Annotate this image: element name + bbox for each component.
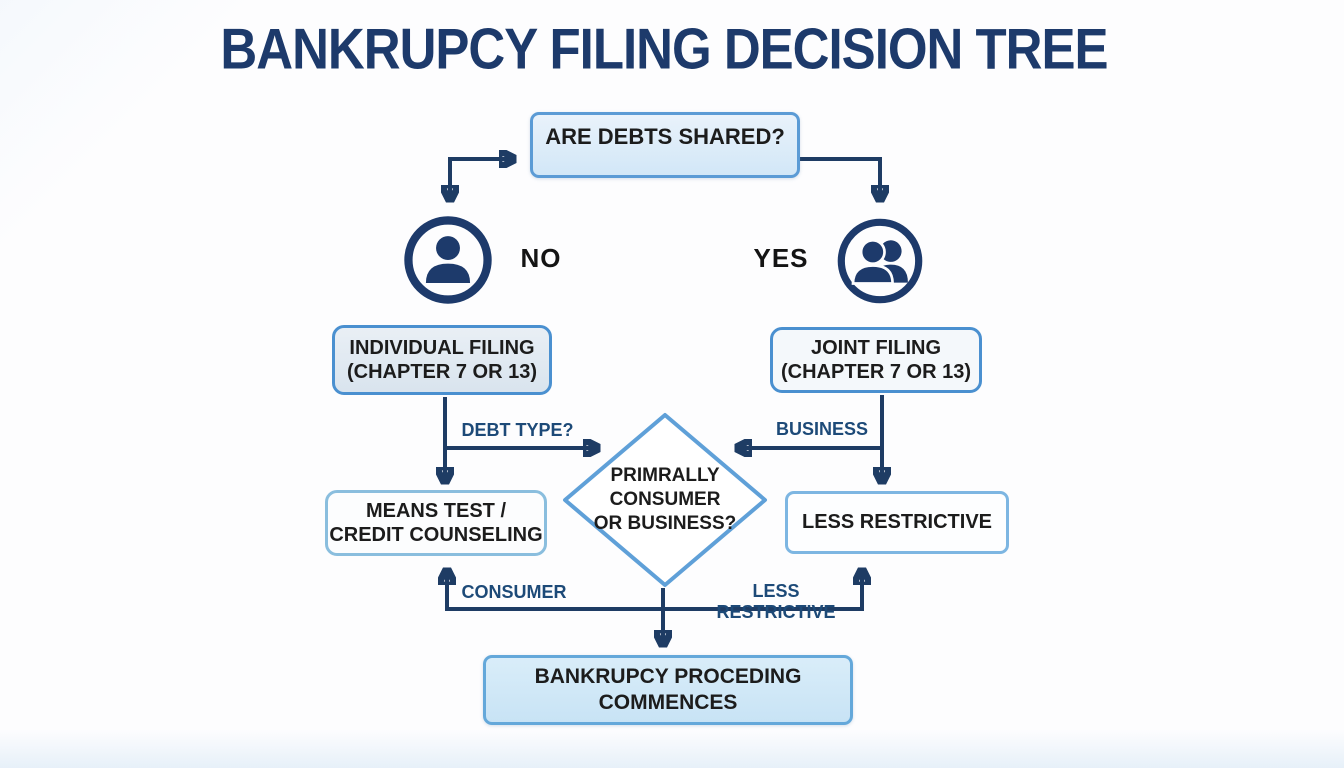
node-label-line3: OR BUSINESS?: [593, 513, 737, 535]
edge-label-business: BUSINESS: [775, 419, 869, 439]
node-label-line1: BANKRUPCY PROCEDING: [534, 665, 802, 689]
node-label: ARE DEBTS SHARED?: [545, 124, 785, 149]
single-person-icon: [402, 214, 494, 306]
node-label-line2: (CHAPTER 7 OR 13): [346, 361, 538, 383]
answer-label-yes: YES: [753, 243, 809, 273]
edge-label-consumer: CONSUMER: [461, 582, 567, 602]
node-primarily-consumer-or-business: PRIMRALLY CONSUMER OR BUSINESS?: [562, 412, 768, 588]
node-label-line1: JOINT FILING: [811, 336, 941, 359]
node-joint-filing: JOINT FILING (CHAPTER 7 OR 13): [770, 327, 982, 393]
edge-label-less-restrictive: LESS RESTRICTIVE: [716, 581, 836, 622]
node-less-restrictive: LESS RESTRICTIVE: [785, 491, 1009, 554]
node-label-line2: CONSUMER: [609, 488, 721, 510]
edge-root-to-joint-icon: [800, 157, 880, 200]
node-bankruptcy-proceeding-commences: BANKRUPCY PROCEDING COMMENCES: [483, 655, 853, 725]
node-individual-filing: INDIVIDUAL FILING (CHAPTER 7 OR 13): [332, 325, 552, 395]
node-label-line2: COMMENCES: [598, 691, 738, 714]
diamond-shape: [563, 413, 767, 587]
two-people-icon: [835, 216, 925, 306]
node-label-line2: CREDIT COUNSELING: [329, 524, 543, 546]
node-label-line2: (CHAPTER 7 OR 13): [780, 361, 972, 383]
node-are-debts-shared: ARE DEBTS SHARED?: [530, 112, 800, 178]
edge-label-debt-type: DEBT TYPE?: [461, 420, 574, 440]
answer-label-no: NO: [520, 243, 562, 273]
diamond-text: PRIMRALLY CONSUMER OR BUSINESS?: [562, 412, 768, 588]
node-label-line1: PRIMRALLY: [610, 464, 720, 486]
node-label: LESS RESTRICTIVE: [801, 511, 993, 534]
node-label-line1: INDIVIDUAL FILING: [349, 336, 535, 359]
page-title: BANKRUPCY FILING DECISION TREE: [220, 17, 1108, 81]
node-means-test-credit-counseling: MEANS TEST / CREDIT COUNSELING: [325, 490, 547, 556]
node-label-line1: MEANS TEST /: [365, 499, 506, 522]
